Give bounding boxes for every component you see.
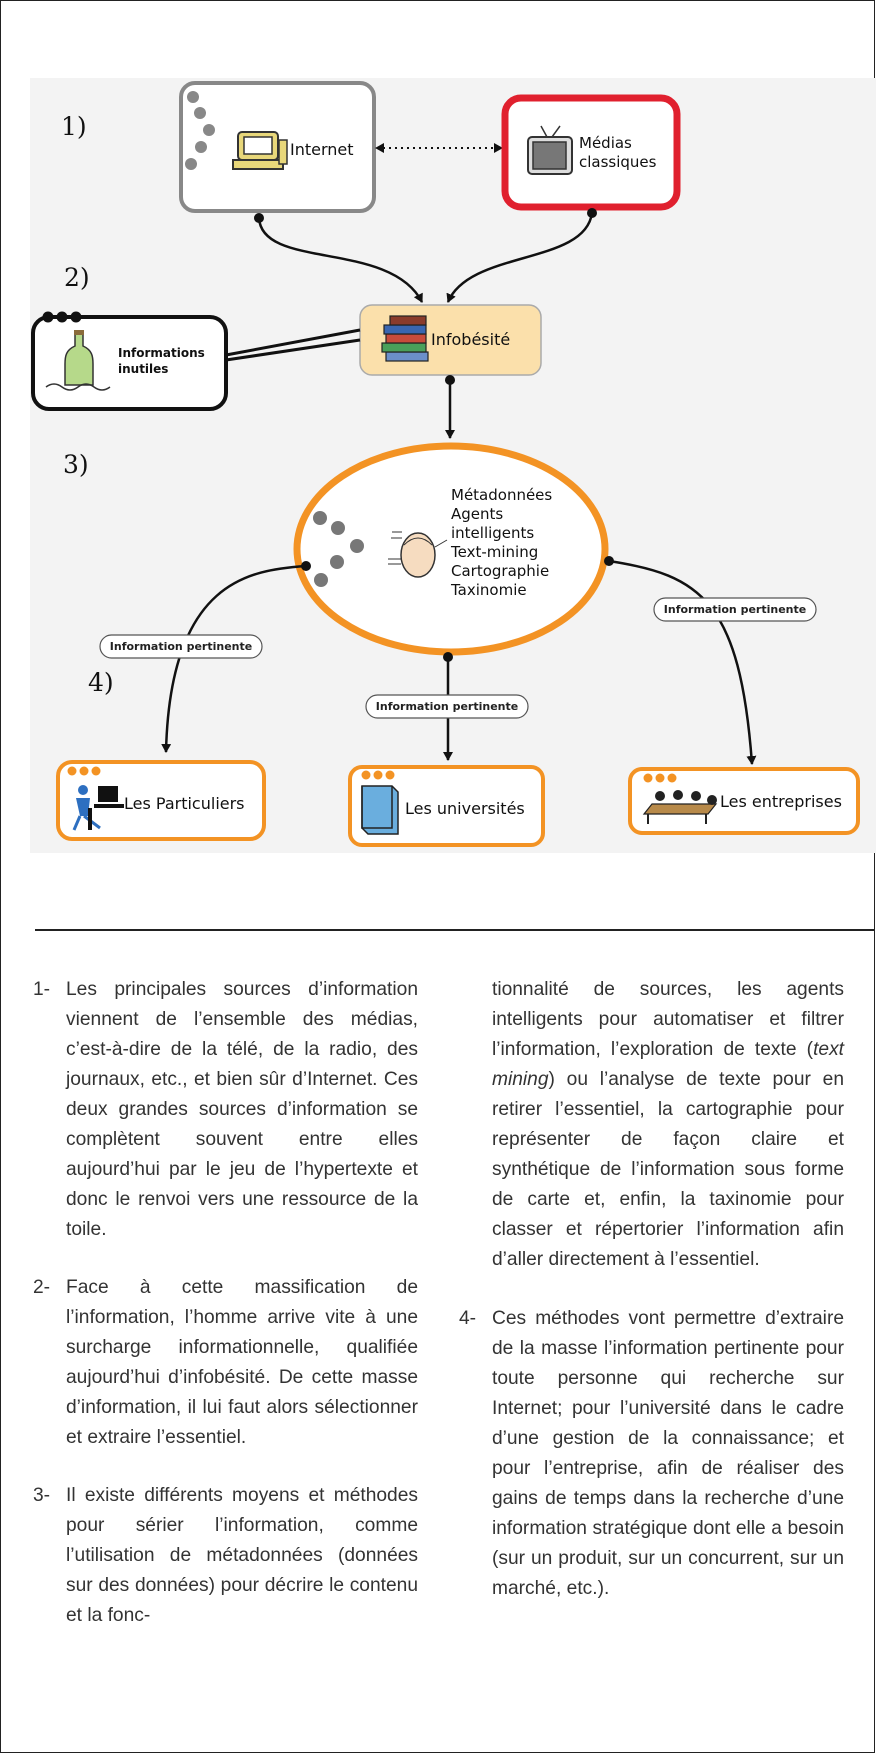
list-text: Il existe différents moyens et méthodes … xyxy=(66,1485,418,1626)
list-text: Ces méthodes vont permettre d’extraire d… xyxy=(492,1308,844,1599)
entreprises-box xyxy=(628,767,860,835)
link-internet-infobesite xyxy=(257,217,424,303)
step-label: 3) xyxy=(63,450,89,479)
link-methods-particuliers xyxy=(161,564,307,753)
medias-label-line2: classiques xyxy=(579,153,657,171)
methods-item: Text-mining xyxy=(451,543,539,561)
link-infobesite-inutiles xyxy=(225,328,361,362)
list-text: Face à cette massification de l’informat… xyxy=(66,1277,418,1448)
methods-item: Cartographie xyxy=(451,562,550,580)
methods-item: intelligents xyxy=(451,524,535,542)
list-text: Les principales sources d’information vi… xyxy=(66,979,418,1240)
medias-box xyxy=(501,94,681,211)
head-icon xyxy=(388,531,448,578)
info-pill xyxy=(653,597,817,622)
list-text: ) ou l’analyse de texte pour en retirer … xyxy=(492,1069,844,1270)
tv-icon xyxy=(527,125,573,175)
inutiles-label-line2: inutiles xyxy=(118,362,169,376)
list-text-emphasis: text mining xyxy=(492,1039,844,1090)
internet-label: Internet xyxy=(290,140,354,159)
dots-icon xyxy=(185,91,215,170)
list-number: 2- xyxy=(33,1277,51,1298)
step-label: 1) xyxy=(61,112,87,141)
info-pill xyxy=(365,694,529,719)
methods-ellipse xyxy=(293,442,609,656)
infobesite-label: Infobésité xyxy=(431,330,511,349)
step-label: 2) xyxy=(64,263,90,292)
universites-label: Les universités xyxy=(405,799,525,818)
methods-item: Métadonnées xyxy=(451,486,553,504)
books-icon xyxy=(381,315,429,362)
info-pill-label: Information pertinente xyxy=(663,603,807,616)
link-medias-infobesite xyxy=(446,212,594,303)
dots-icon xyxy=(42,311,82,323)
text-column-left: 1- Les principales sources d’information… xyxy=(33,975,418,1631)
medias-label-line1: Médias xyxy=(579,134,632,152)
diagram xyxy=(31,81,860,847)
particuliers-box xyxy=(56,760,266,841)
list-item: 1- Les principales sources d’information… xyxy=(33,975,418,1245)
text-column-right: tionnalité de sources, les agents intell… xyxy=(459,975,844,1604)
step-label: 4) xyxy=(88,668,114,697)
section-divider xyxy=(35,929,875,931)
link-methods-entreprises xyxy=(608,559,757,765)
person-computer-icon xyxy=(72,785,124,831)
dots-icon xyxy=(313,511,364,587)
computer-icon xyxy=(232,131,288,170)
list-number: 1- xyxy=(33,979,51,1000)
inutiles-label-line1: Informations xyxy=(118,346,205,360)
list-item: 4- Ces méthodes vont permettre d’extrair… xyxy=(459,1304,844,1604)
list-number: 3- xyxy=(33,1485,51,1506)
methods-item: Agents xyxy=(451,505,504,523)
list-item-continuation: tionnalité de sources, les agents intell… xyxy=(459,975,844,1275)
list-number: 4- xyxy=(459,1308,477,1329)
info-pill-label: Information pertinente xyxy=(109,640,253,653)
list-item: 3- Il existe différents moyens et méthod… xyxy=(33,1481,418,1631)
book-icon xyxy=(361,785,399,835)
bottle-icon xyxy=(45,330,111,391)
info-pill xyxy=(99,634,263,659)
info-pill-label: Information pertinente xyxy=(375,700,519,713)
entreprises-label: Les entreprises xyxy=(720,792,842,811)
list-item: 2- Face à cette massification de l’infor… xyxy=(33,1273,418,1453)
meeting-table-icon xyxy=(642,790,718,824)
list-text: tionnalité de sources, les agents intell… xyxy=(492,979,844,1060)
particuliers-label: Les Particuliers xyxy=(124,794,245,813)
methods-item: Taxinomie xyxy=(451,581,527,599)
